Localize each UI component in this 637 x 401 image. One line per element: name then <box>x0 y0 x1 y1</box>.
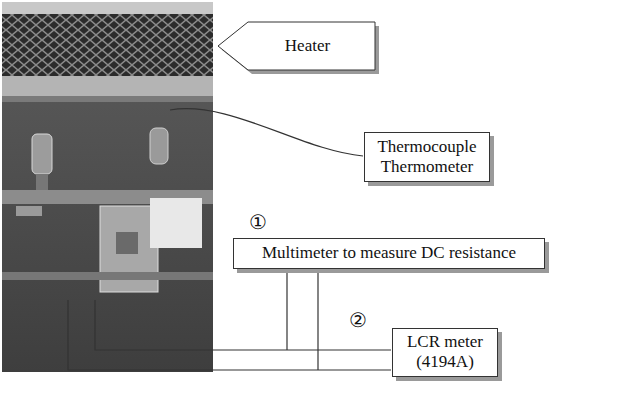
wire <box>68 300 391 370</box>
callout-arrow: Heater <box>218 22 375 70</box>
node-label: LCR meter (4194A) <box>400 332 490 373</box>
node-label: Multimeter to measure DC resistance <box>262 243 516 263</box>
callout-box: Multimeter to measure DC resistance <box>233 238 545 269</box>
thermocouple-lead <box>170 109 363 156</box>
photo <box>2 2 213 372</box>
callout-box: LCR meter (4194A) <box>392 328 498 377</box>
arrow-shape <box>218 22 375 70</box>
callout-number: ② <box>349 310 367 330</box>
wire <box>95 300 391 350</box>
node-label: Thermocouple Thermometer <box>372 137 482 178</box>
node-label: Heater <box>285 36 330 56</box>
callout-box: Thermocouple Thermometer <box>364 132 490 182</box>
callout-number: ① <box>249 212 267 232</box>
wire <box>317 269 318 370</box>
wire <box>286 269 287 350</box>
